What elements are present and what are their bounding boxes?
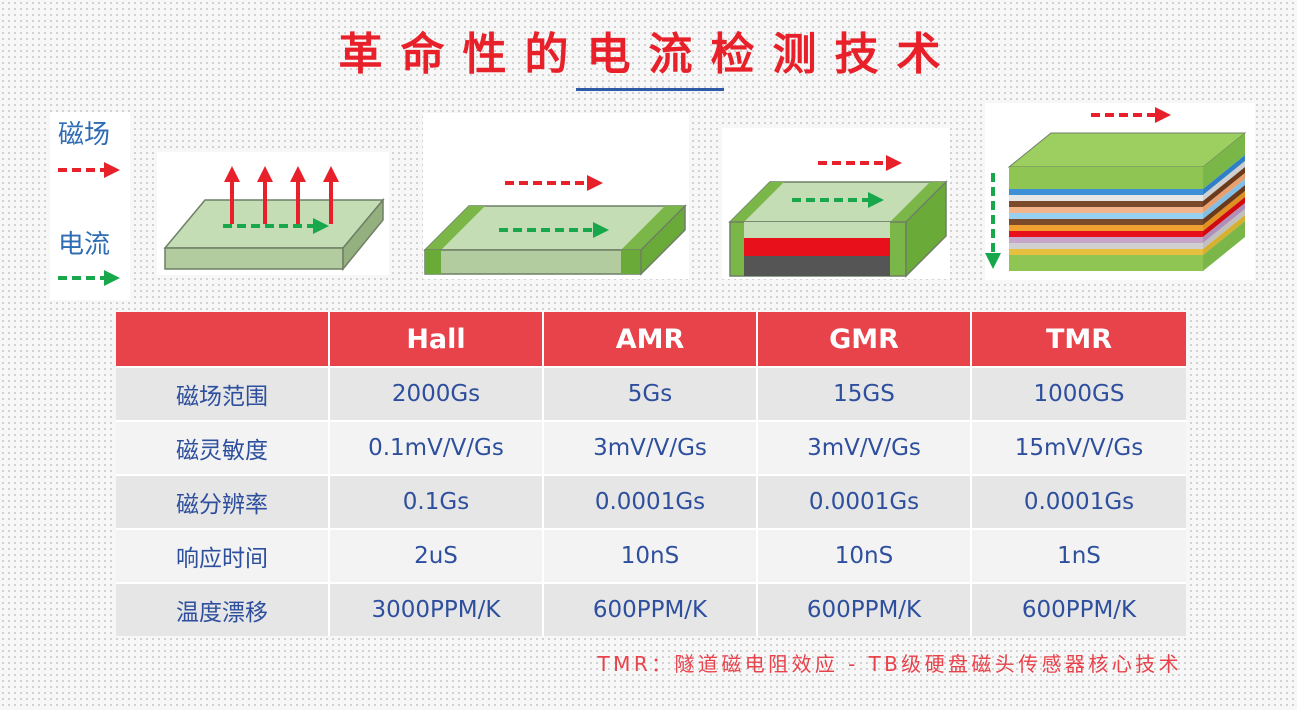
table-row: 响应时间 2uS 10nS 10nS 1nS bbox=[116, 528, 1186, 583]
table-header-tmr: TMR bbox=[970, 312, 1186, 367]
table-cell: 600PPM/K bbox=[756, 582, 971, 636]
table-cell: 0.0001Gs bbox=[542, 474, 757, 529]
table-cell: 600PPM/K bbox=[970, 582, 1186, 636]
legend-current-label: 电流 bbox=[58, 230, 111, 260]
table-cell: 15mV/V/Gs bbox=[970, 420, 1186, 475]
row-label: 温度漂移 bbox=[116, 582, 329, 636]
table-cell: 10nS bbox=[756, 528, 971, 583]
table-row: 温度漂移 3000PPM/K 600PPM/K 600PPM/K 600PPM/… bbox=[116, 582, 1186, 636]
table-cell: 10nS bbox=[542, 528, 757, 583]
table-cell: 0.1Gs bbox=[328, 474, 543, 529]
table-cell: 3mV/V/Gs bbox=[542, 420, 757, 475]
table-cell: 15GS bbox=[756, 366, 971, 421]
row-label: 磁灵敏度 bbox=[116, 420, 329, 475]
table-cell: 3000PPM/K bbox=[328, 582, 543, 636]
table-cell: 5Gs bbox=[542, 366, 757, 421]
gmr-sensor-panel bbox=[722, 128, 950, 279]
table-cell: 1nS bbox=[970, 528, 1186, 583]
table-header-row: Hall AMR GMR TMR bbox=[116, 312, 1186, 367]
table-row: 磁场范围 2000Gs 5Gs 15GS 1000GS bbox=[116, 366, 1186, 421]
gmr-sensor-diagram-icon bbox=[728, 155, 948, 278]
table-header-hall: Hall bbox=[328, 312, 543, 367]
table-cell: 0.0001Gs bbox=[756, 474, 971, 529]
table-cell: 2000Gs bbox=[328, 366, 543, 421]
row-label: 响应时间 bbox=[116, 528, 329, 583]
tmr-sensor-panel bbox=[985, 103, 1255, 280]
row-label: 磁场范围 bbox=[116, 366, 329, 421]
table-header-empty bbox=[116, 312, 329, 367]
table-row: 磁分辨率 0.1Gs 0.0001Gs 0.0001Gs 0.0001Gs bbox=[116, 474, 1186, 529]
table-row: 磁灵敏度 0.1mV/V/Gs 3mV/V/Gs 3mV/V/Gs 15mV/V… bbox=[116, 420, 1186, 475]
legend-magnetic-field-label: 磁场 bbox=[58, 120, 111, 150]
table-header-gmr: GMR bbox=[756, 312, 971, 367]
sensor-comparison-table: Hall AMR GMR TMR 磁场范围 2000Gs 5Gs 15GS 10… bbox=[116, 312, 1186, 636]
amr-sensor-panel bbox=[423, 113, 689, 279]
tmr-sensor-diagram-icon bbox=[985, 107, 1247, 271]
table-cell: 1000GS bbox=[970, 366, 1186, 421]
amr-sensor-diagram-icon bbox=[423, 175, 687, 276]
current-arrow-icon bbox=[58, 270, 120, 286]
page-title: 革命性的电流检测技术 bbox=[338, 29, 959, 80]
table-cell: 0.0001Gs bbox=[970, 474, 1186, 529]
title-underline bbox=[576, 88, 724, 91]
table-cell: 2uS bbox=[328, 528, 543, 583]
magnetic-field-arrow-icon bbox=[58, 162, 120, 178]
table-cell: 600PPM/K bbox=[542, 582, 757, 636]
table-cell: 0.1mV/V/Gs bbox=[328, 420, 543, 475]
footnote: TMR：隧道磁电阻效应 - TB级硬盘磁头传感器核心技术 bbox=[597, 652, 1182, 676]
hall-sensor-panel bbox=[157, 152, 389, 275]
legend: 磁场 电流 bbox=[50, 112, 130, 300]
table-header-amr: AMR bbox=[542, 312, 757, 367]
hall-sensor-diagram-icon bbox=[163, 166, 385, 272]
table-cell: 3mV/V/Gs bbox=[756, 420, 971, 475]
row-label: 磁分辨率 bbox=[116, 474, 329, 529]
